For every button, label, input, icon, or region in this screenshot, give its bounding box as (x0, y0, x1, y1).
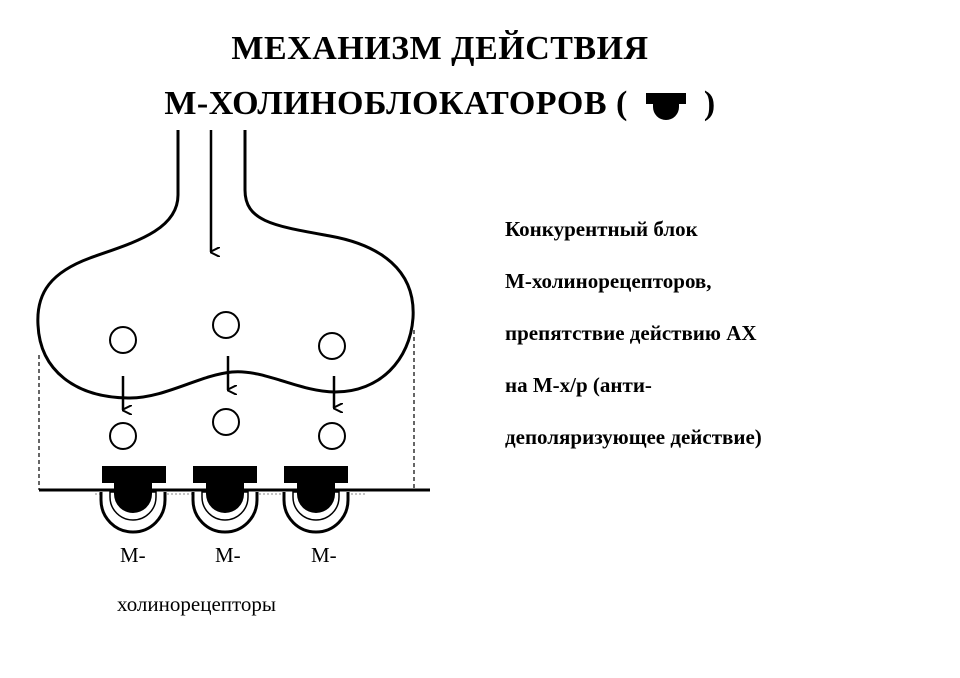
blocker-legend-icon (645, 93, 686, 121)
vesicle (318, 332, 346, 360)
receptor-label-3: М- (311, 543, 337, 567)
receptor-label-1: М- (120, 543, 146, 567)
acetylcholine-molecule (212, 408, 240, 436)
title-line-1: МЕХАНИЗМ ДЕЙСТВИЯ (231, 30, 649, 67)
blocker-cap (284, 466, 348, 483)
description-line: М-холинорецепторов, (505, 269, 712, 293)
blocker-body (297, 483, 335, 513)
title-line-2-text: М-ХОЛИНОБЛОКАТОРОВ ( (164, 85, 628, 122)
blocker-body (206, 483, 244, 513)
receptor-label-2: М- (215, 543, 241, 567)
receptor-caption: холинорецепторы (117, 592, 277, 616)
description-line: препятствие действию АХ (505, 321, 757, 345)
description-line: деполяризующее действие) (505, 425, 762, 449)
description-line: Конкурентный блок (505, 217, 698, 241)
receptor-3 (282, 466, 350, 534)
receptor-1 (99, 466, 167, 534)
blocker-cap (193, 466, 257, 483)
acetylcholine-molecule (318, 422, 346, 450)
title-line-2-close-paren: ) (703, 85, 716, 122)
title-line-2: М-ХОЛИНОБЛОКАТОРОВ ( ) (0, 85, 880, 123)
acetylcholine-molecule (109, 422, 137, 450)
description-block: Конкурентный блок М-холинорецепторов, пр… (505, 203, 945, 463)
blocker-cap (102, 466, 166, 483)
receptor-2 (191, 466, 259, 534)
vesicle (109, 326, 137, 354)
vesicle (212, 311, 240, 339)
presynaptic-terminal (36, 130, 415, 400)
description-line: на М-х/р (анти- (505, 373, 652, 397)
blocker-body (114, 483, 152, 513)
